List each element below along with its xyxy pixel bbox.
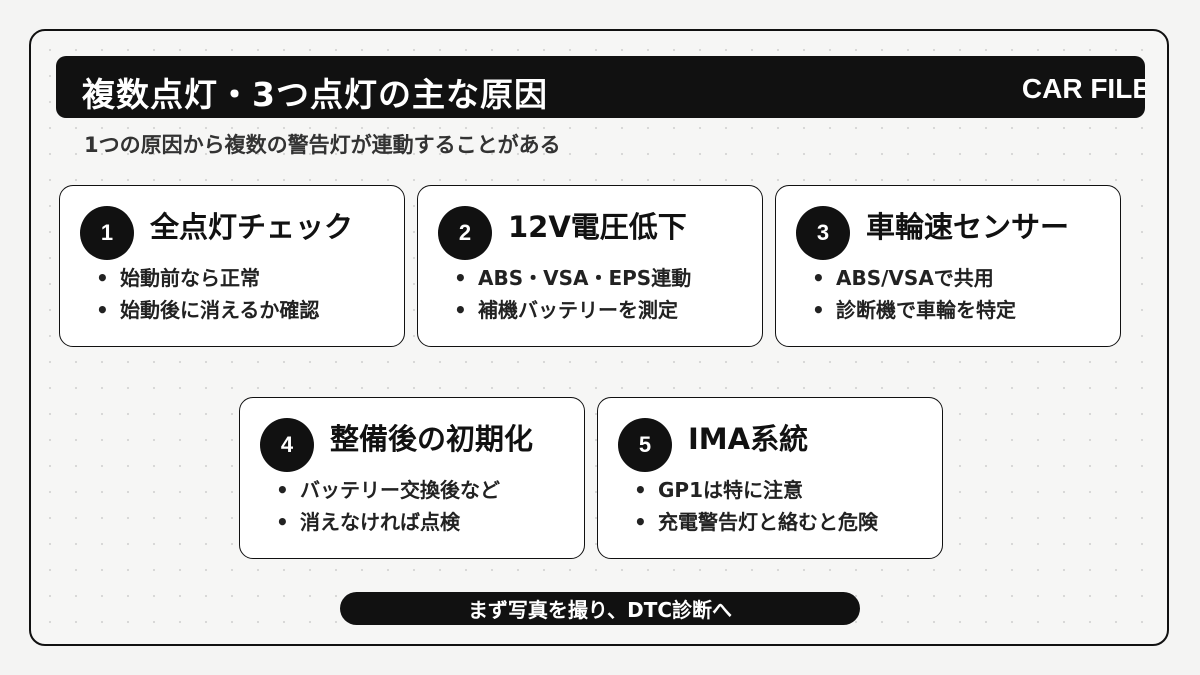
title-bar: 複数点灯・3つ点灯の主な原因 CAR FILE	[56, 56, 1145, 118]
list-item: • 充電警告灯と絡むと危険	[634, 506, 878, 538]
number-badge: 4	[260, 418, 314, 472]
list-item-text: 始動後に消えるか確認	[120, 298, 320, 322]
list-item: • ABS/VSAで共用	[812, 262, 1016, 294]
cause-card-3: 3 車輪速センサー • ABS/VSAで共用 • 診断機で車輪を特定	[775, 185, 1121, 347]
list-item-text: バッテリー交換後など	[300, 478, 500, 502]
list-item-text: GP1は特に注意	[658, 478, 803, 502]
cause-card-2: 2 12V電圧低下 • ABS・VSA・EPS連動 • 補機バッテリーを測定	[417, 185, 763, 347]
list-item: • 消えなければ点検	[276, 506, 500, 538]
bullet-icon: •	[634, 478, 647, 502]
brand-label: CAR FILE	[1021, 73, 1145, 104]
list-item: • ABS・VSA・EPS連動	[454, 262, 691, 294]
bullet-icon: •	[276, 510, 289, 534]
number-badge: 3	[796, 206, 850, 260]
bullet-icon: •	[454, 266, 467, 290]
card-title: 12V電圧低下	[508, 210, 687, 244]
bullet-icon: •	[96, 298, 109, 322]
bullet-icon: •	[812, 298, 825, 322]
bullet-icon: •	[812, 266, 825, 290]
list-item-text: 始動前なら正常	[120, 266, 260, 290]
list-item-text: ABS・VSA・EPS連動	[478, 266, 692, 290]
card-title: 車輪速センサー	[866, 210, 1070, 244]
bullet-list: • ABS・VSA・EPS連動 • 補機バッテリーを測定	[454, 262, 691, 326]
list-item-text: 診断機で車輪を特定	[836, 298, 1016, 322]
bullet-icon: •	[634, 510, 647, 534]
number-badge: 1	[80, 206, 134, 260]
page-title: 複数点灯・3つ点灯の主な原因	[82, 75, 548, 114]
cause-card-1: 1 全点灯チェック • 始動前なら正常 • 始動後に消えるか確認	[59, 185, 405, 347]
number-badge: 2	[438, 206, 492, 260]
bullet-icon: •	[96, 266, 109, 290]
list-item-text: ABS/VSAで共用	[836, 266, 994, 290]
card-title: 整備後の初期化	[330, 422, 534, 456]
list-item: • 診断機で車輪を特定	[812, 294, 1016, 326]
page-subtitle: 1つの原因から複数の警告灯が連動することがある	[84, 133, 561, 157]
cause-card-4: 4 整備後の初期化 • バッテリー交換後など • 消えなければ点検	[239, 397, 585, 559]
bullet-list: • 始動前なら正常 • 始動後に消えるか確認	[96, 262, 319, 326]
bullet-icon: •	[454, 298, 467, 322]
list-item: • 補機バッテリーを測定	[454, 294, 691, 326]
list-item: • GP1は特に注意	[634, 474, 878, 506]
bullet-list: • GP1は特に注意 • 充電警告灯と絡むと危険	[634, 474, 878, 538]
bullet-list: • ABS/VSAで共用 • 診断機で車輪を特定	[812, 262, 1016, 326]
list-item-text: 消えなければ点検	[300, 510, 460, 534]
list-item: • バッテリー交換後など	[276, 474, 500, 506]
list-item: • 始動後に消えるか確認	[96, 294, 319, 326]
bullet-list: • バッテリー交換後など • 消えなければ点検	[276, 474, 500, 538]
bullet-icon: •	[276, 478, 289, 502]
card-title: 全点灯チェック	[150, 210, 354, 244]
card-title: IMA系統	[688, 422, 809, 456]
next-step-banner: まず写真を撮り、DTC診断へ	[340, 592, 860, 625]
number-badge: 5	[618, 418, 672, 472]
cause-card-5: 5 IMA系統 • GP1は特に注意 • 充電警告灯と絡むと危険	[597, 397, 943, 559]
list-item-text: 充電警告灯と絡むと危険	[658, 510, 878, 534]
list-item-text: 補機バッテリーを測定	[478, 298, 678, 322]
list-item: • 始動前なら正常	[96, 262, 319, 294]
